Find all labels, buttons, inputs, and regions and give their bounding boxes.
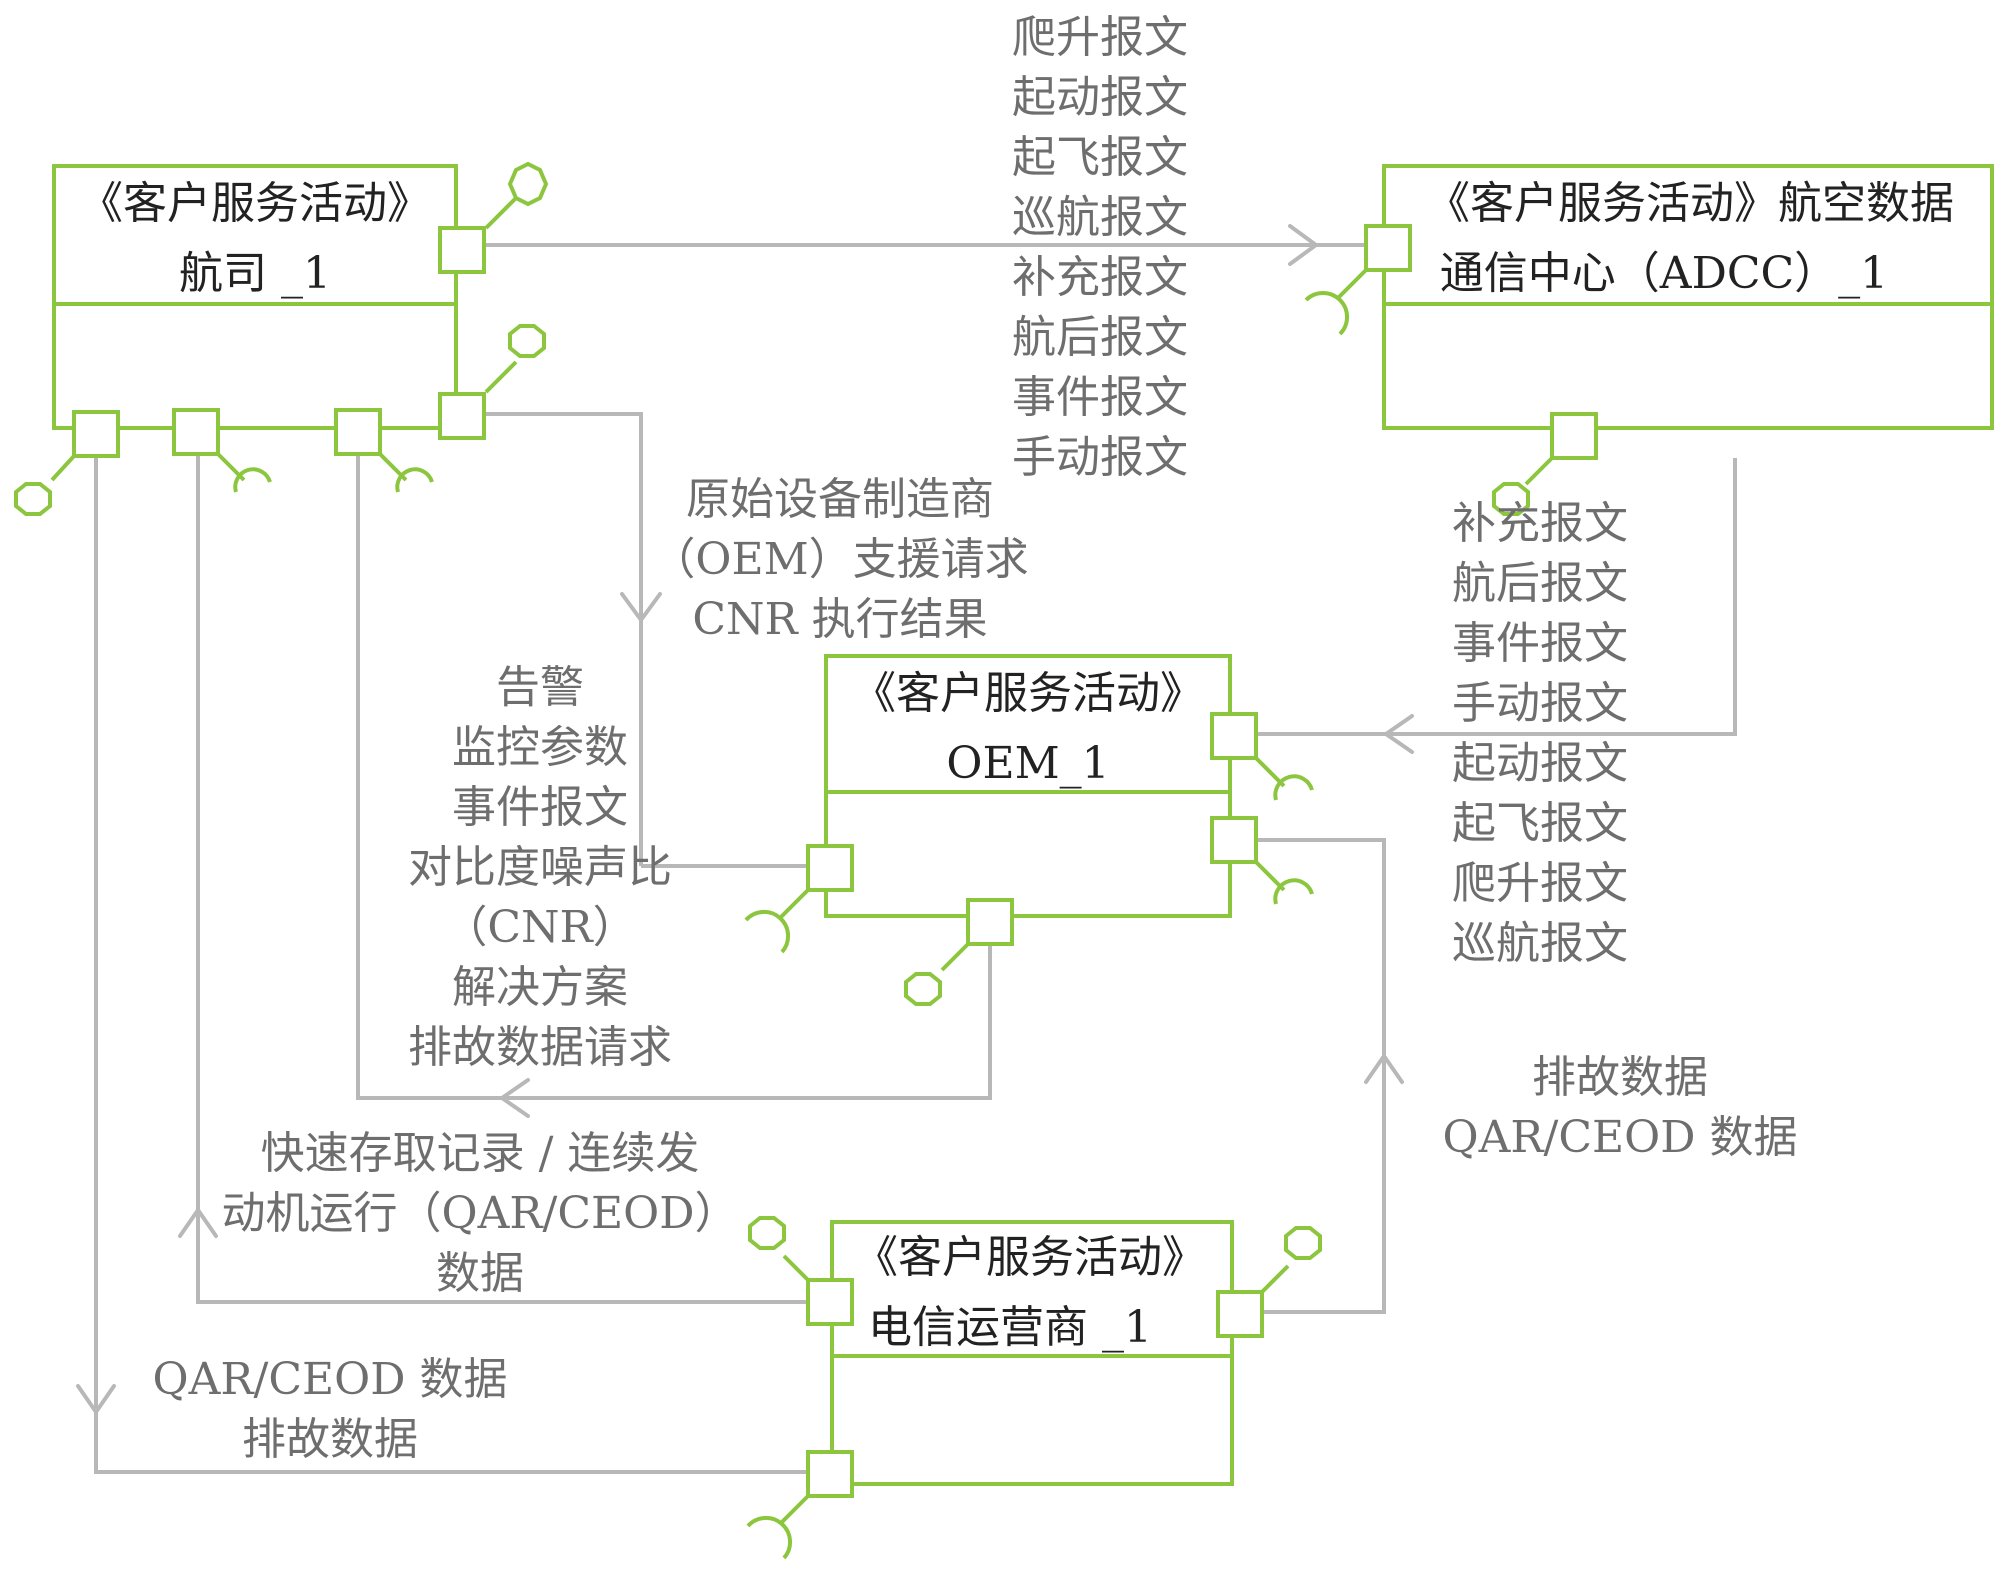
flow-label-airline-to-adcc-line: 起飞报文 bbox=[1012, 132, 1188, 183]
flow-label-airline-to-telecom-line: QAR/CEOD 数据 bbox=[153, 1354, 508, 1405]
flow-label-oem-to-airline-line: 事件报文 bbox=[452, 782, 628, 833]
oem-port-in-airline[interactable] bbox=[744, 844, 854, 954]
flow-label-adcc-to-oem-line: 巡航报文 bbox=[1452, 918, 1628, 969]
flow-airline-to-oem bbox=[485, 412, 662, 622]
flow-label-telecom-to-airline-line: 数据 bbox=[436, 1248, 524, 1299]
required-interface-icon bbox=[1304, 290, 1350, 336]
airline-port-out-mid[interactable] bbox=[438, 324, 546, 440]
flow-label-airline-to-adcc-line: 事件报文 bbox=[1012, 372, 1188, 423]
flow-label-airline-to-adcc-line: 巡航报文 bbox=[1012, 192, 1188, 243]
flow-label-adcc-to-oem-line: 起动报文 bbox=[1452, 738, 1628, 789]
flow-label-adcc-to-oem-line: 事件报文 bbox=[1452, 618, 1628, 669]
flow-label-oem-to-airline-line: 告警 bbox=[496, 662, 584, 713]
oem-port-out-bottom[interactable] bbox=[904, 898, 1014, 1006]
oem-port-in-adcc[interactable] bbox=[1210, 712, 1314, 801]
flow-adcc-to-oem bbox=[1254, 458, 1737, 754]
required-interface-icon bbox=[233, 467, 272, 493]
provided-interface-icon bbox=[1492, 482, 1530, 516]
telecom-port-out-airline[interactable] bbox=[748, 1216, 854, 1326]
flow-label-airline-to-oem-line: （OEM）支援请求 bbox=[651, 534, 1028, 585]
flow-telecom-to-airline bbox=[178, 454, 808, 1304]
flow-label-telecom-to-airline-line: 快速存取记录 / 连续发 bbox=[261, 1128, 700, 1179]
flow-label-adcc-to-oem-line: 补充报文 bbox=[1452, 498, 1628, 549]
provided-interface-icon bbox=[508, 324, 546, 358]
oem-port-in-telecom[interactable] bbox=[1210, 816, 1314, 905]
flow-oem-to-airline bbox=[356, 454, 992, 1118]
airline-stereotype: 《客户服务活动》 bbox=[79, 178, 431, 229]
adcc-port-in[interactable] bbox=[1304, 224, 1412, 336]
telecom-name: 电信运营商 _1 bbox=[868, 1302, 1152, 1353]
airline-port-right[interactable] bbox=[334, 408, 434, 493]
required-interface-icon bbox=[746, 1515, 793, 1560]
required-interface-icon bbox=[1273, 774, 1314, 801]
provided-interface-icon bbox=[1284, 1226, 1322, 1260]
provided-interface-icon bbox=[507, 161, 549, 207]
provided-interface-icon bbox=[14, 482, 52, 516]
adcc-stereotype: 《客户服务活动》航空数据 bbox=[1426, 178, 1954, 229]
component-airline[interactable]: 《客户服务活动》 航司 _1 bbox=[14, 161, 549, 516]
flow-label-airline-to-adcc-line: 航后报文 bbox=[1012, 312, 1188, 363]
flow-label-airline-to-adcc-line: 起动报文 bbox=[1012, 72, 1188, 123]
flow-label-oem-to-airline-line: 解决方案 bbox=[452, 962, 628, 1013]
flow-label-oem-to-airline-line: 对比度噪声比 bbox=[408, 842, 672, 893]
flow-label-airline-to-oem-line: CNR 执行结果 bbox=[692, 594, 987, 645]
component-oem[interactable]: 《客户服务活动》 OEM_1 bbox=[744, 654, 1314, 1006]
telecom-port-out-oem[interactable] bbox=[1216, 1226, 1322, 1338]
component-adcc[interactable]: 《客户服务活动》航空数据 通信中心（ADCC）_1 bbox=[1304, 164, 1994, 516]
flow-label-airline-to-adcc-line: 爬升报文 bbox=[1012, 12, 1188, 63]
flow-label-airline-to-telecom-line: 排故数据 bbox=[242, 1414, 418, 1465]
required-interface-icon bbox=[395, 467, 434, 493]
flow-oem-to-oem-input bbox=[639, 620, 808, 868]
flow-label-telecom-to-oem-line: 排故数据 bbox=[1532, 1052, 1708, 1103]
telecom-stereotype: 《客户服务活动》 bbox=[854, 1232, 1206, 1283]
component-telecom[interactable]: 《客户服务活动》 电信运营商 _1 bbox=[746, 1216, 1322, 1560]
adcc-port-out[interactable] bbox=[1492, 412, 1598, 516]
required-interface-icon bbox=[1273, 878, 1314, 905]
flow-label-airline-to-adcc-line: 手动报文 bbox=[1012, 432, 1188, 483]
required-interface-icon bbox=[744, 909, 791, 954]
flow-label-airline-to-adcc-line: 补充报文 bbox=[1012, 252, 1188, 303]
flow-label-oem-to-airline-line: 监控参数 bbox=[452, 722, 628, 773]
flow-label-oem-to-airline-line: 排故数据请求 bbox=[408, 1022, 672, 1073]
telecom-port-in-airline[interactable] bbox=[746, 1450, 854, 1560]
provided-interface-icon bbox=[748, 1216, 786, 1250]
airline-port-left[interactable] bbox=[14, 410, 120, 516]
flow-label-adcc-to-oem-line: 起飞报文 bbox=[1452, 798, 1628, 849]
flow-airline-to-adcc bbox=[485, 224, 1370, 266]
flow-label-adcc-to-oem-line: 航后报文 bbox=[1452, 558, 1628, 609]
oem-name: OEM_1 bbox=[946, 738, 1109, 789]
airline-port-out-top[interactable] bbox=[438, 161, 549, 274]
flow-labels: 爬升报文起动报文起飞报文巡航报文补充报文航后报文事件报文手动报文原始设备制造商（… bbox=[153, 12, 1798, 1465]
flow-label-telecom-to-oem-line: QAR/CEOD 数据 bbox=[1443, 1112, 1798, 1163]
adcc-name: 通信中心（ADCC）_1 bbox=[1440, 248, 1888, 299]
flow-label-airline-to-oem-line: 原始设备制造商 bbox=[686, 474, 994, 525]
flow-telecom-to-oem bbox=[1254, 838, 1404, 1314]
oem-stereotype: 《客户服务活动》 bbox=[852, 668, 1204, 719]
flow-label-adcc-to-oem-line: 爬升报文 bbox=[1452, 858, 1628, 909]
airline-name: 航司 _1 bbox=[179, 248, 331, 299]
flow-label-telecom-to-airline-line: 动机运行（QAR/CEOD） bbox=[222, 1188, 739, 1239]
flow-label-adcc-to-oem-line: 手动报文 bbox=[1452, 678, 1628, 729]
airline-port-mid[interactable] bbox=[172, 408, 272, 493]
flow-label-oem-to-airline-line: （CNR） bbox=[443, 902, 636, 953]
provided-interface-icon bbox=[904, 972, 942, 1006]
flow-airline-to-telecom bbox=[76, 454, 808, 1474]
